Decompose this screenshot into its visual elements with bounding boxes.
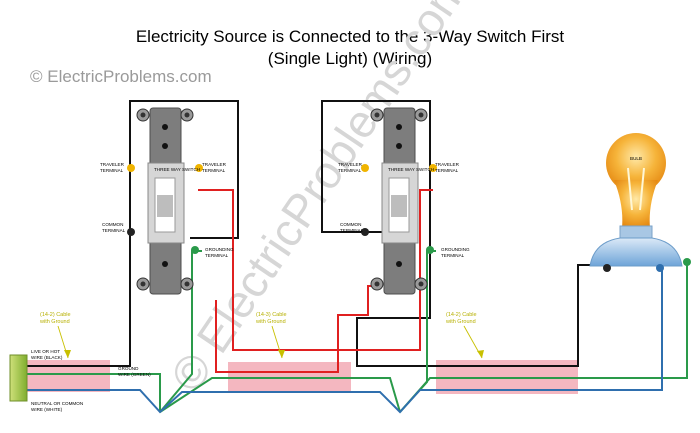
three-way-switch-2: THREE WAY SWITCH bbox=[361, 107, 437, 295]
bulb-label: BULB bbox=[630, 156, 642, 161]
three-way-switch-1: THREE WAY SWITCH bbox=[127, 107, 203, 295]
switch-1-grounding-label-1: GROUNDING bbox=[205, 247, 234, 252]
svg-text:(14-2) Cable: (14-2) Cable bbox=[40, 312, 71, 318]
hot-wire-source-to-common-1 bbox=[27, 100, 239, 367]
switch-1-traveler-right-label-1: TRAVELER bbox=[202, 162, 227, 167]
copyright-credit: © ElectricProblems.com bbox=[30, 67, 212, 86]
switch-2-traveler-right-label-2: TERMINAL bbox=[435, 168, 459, 173]
switch-1-grounding-label-2: TERMINAL bbox=[205, 253, 229, 258]
terminal-screw-icon bbox=[429, 164, 437, 172]
source-neutral-label-2: WIRE (WHITE) bbox=[31, 407, 63, 412]
grounding-screw-icon bbox=[426, 246, 434, 254]
terminal-screw-icon bbox=[127, 164, 135, 172]
diagram-title-line-1: Electricity Source is Connected to the 3… bbox=[135, 27, 565, 46]
switch-1-traveler-right-label-2: TERMINAL bbox=[202, 168, 226, 173]
source-ground-label-2: WIRE (GREEN) bbox=[118, 372, 151, 377]
switch-2-traveler-right-label-1: TRAVELER bbox=[435, 162, 460, 167]
svg-text:(14-3) Cable: (14-3) Cable bbox=[256, 312, 287, 318]
cable-callout-3: (14-2) Cable with Ground bbox=[445, 312, 484, 359]
source-hot-label-2: WIRE (BLACK) bbox=[31, 355, 63, 360]
svg-text:with Ground: with Ground bbox=[255, 319, 286, 325]
switch-1-traveler-left-label-1: TRAVELER bbox=[100, 162, 125, 167]
switch-2-badge: THREE WAY SWITCH bbox=[388, 167, 434, 172]
traveler-wire-left bbox=[215, 285, 382, 373]
terminal-screw-icon bbox=[195, 164, 203, 172]
source-hot-label-1: LIVE OR HOT bbox=[31, 349, 60, 354]
switch-2-traveler-left-label-2: TERMINAL bbox=[338, 168, 362, 173]
svg-text:with Ground: with Ground bbox=[445, 319, 476, 325]
traveler-wire-right bbox=[198, 189, 433, 351]
cable-callout-2: (14-3) Cable with Ground bbox=[255, 312, 287, 359]
source-neutral-label-1: NEUTRAL OR COMMON bbox=[31, 401, 83, 406]
terminal-screw-icon bbox=[361, 228, 369, 236]
cable-callout-1: (14-2) Cable with Ground bbox=[39, 312, 71, 359]
grounding-screw-icon bbox=[683, 258, 691, 266]
terminal-screw-icon bbox=[656, 264, 664, 272]
switch-2-common-label-2: TERMINAL bbox=[340, 228, 364, 233]
grounding-screw-icon bbox=[191, 246, 199, 254]
terminal-screw-icon bbox=[361, 164, 369, 172]
switch-2-common-label-1: COMMON bbox=[340, 222, 361, 227]
switch-1-common-label-2: TERMINAL bbox=[102, 228, 126, 233]
power-source-block bbox=[9, 354, 28, 402]
terminal-screw-icon bbox=[127, 228, 135, 236]
switch-1-common-label-1: COMMON bbox=[102, 222, 123, 227]
bulb-icon bbox=[606, 133, 666, 193]
neutral-wire bbox=[27, 268, 663, 414]
terminal-screw-icon bbox=[603, 264, 611, 272]
svg-text:(14-2) Cable: (14-2) Cable bbox=[446, 312, 477, 318]
source-ground-label-1: GROUND bbox=[118, 366, 139, 371]
ground-wire-source bbox=[27, 373, 161, 412]
light-bulb: BULB bbox=[589, 133, 691, 272]
hot-wire-switch2-to-bulb bbox=[321, 100, 606, 367]
cable-sheath-1 bbox=[27, 360, 110, 392]
switch-1-badge: THREE WAY SWITCH bbox=[154, 167, 200, 172]
switch-2-grounding-label-1: GROUNDING bbox=[441, 247, 470, 252]
switch-2-traveler-left-label-1: TRAVELER bbox=[338, 162, 363, 167]
switch-2-grounding-label-2: TERMINAL bbox=[441, 253, 465, 258]
diagram-title-line-2: (Single Light) (Wiring) bbox=[267, 49, 433, 68]
switch-1-traveler-left-label-2: TERMINAL bbox=[100, 168, 124, 173]
svg-text:with Ground: with Ground bbox=[39, 319, 70, 325]
ground-wire-between bbox=[159, 377, 401, 413]
